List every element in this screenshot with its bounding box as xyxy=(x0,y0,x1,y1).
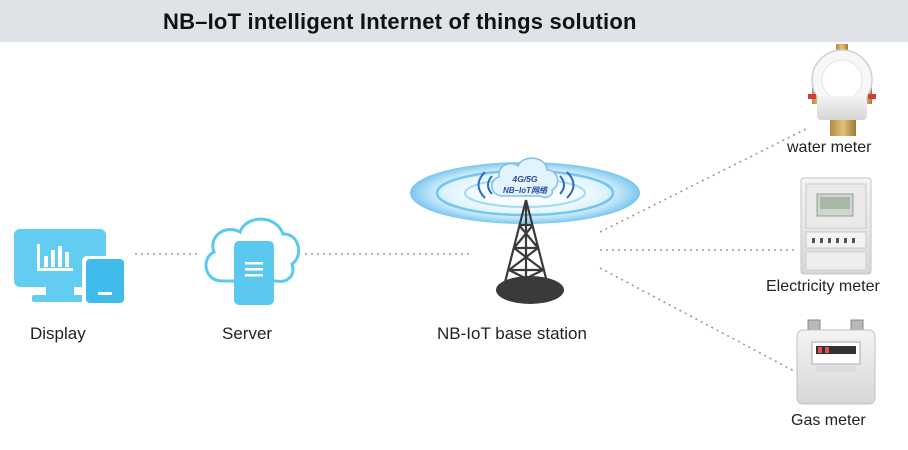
electricity-meter-image xyxy=(800,177,872,275)
water-meter-label: water meter xyxy=(787,139,872,156)
base-station-icon: 4G/5G NB–IoT网络 xyxy=(410,157,640,304)
water-meter-image xyxy=(808,44,876,136)
title-banner: NB–IoT intelligent Internet of things so… xyxy=(0,0,908,42)
gas-meter-label: Gas meter xyxy=(791,412,866,429)
cloud-badge-line1: 4G/5G xyxy=(511,174,537,184)
connector-station-gas xyxy=(599,267,797,373)
server-icon xyxy=(204,217,301,305)
gas-meter-image xyxy=(796,319,876,405)
cloud-badge-line2: NB–IoT网络 xyxy=(503,185,549,195)
display-label: Display xyxy=(30,324,86,343)
server-label: Server xyxy=(222,324,273,343)
display-icon xyxy=(14,229,126,306)
electricity-meter-label: Electricity meter xyxy=(766,278,880,295)
page-title: NB–IoT intelligent Internet of things so… xyxy=(163,9,637,34)
connector-station-water xyxy=(599,128,807,233)
base-station-label: NB-IoT base station xyxy=(437,324,587,343)
